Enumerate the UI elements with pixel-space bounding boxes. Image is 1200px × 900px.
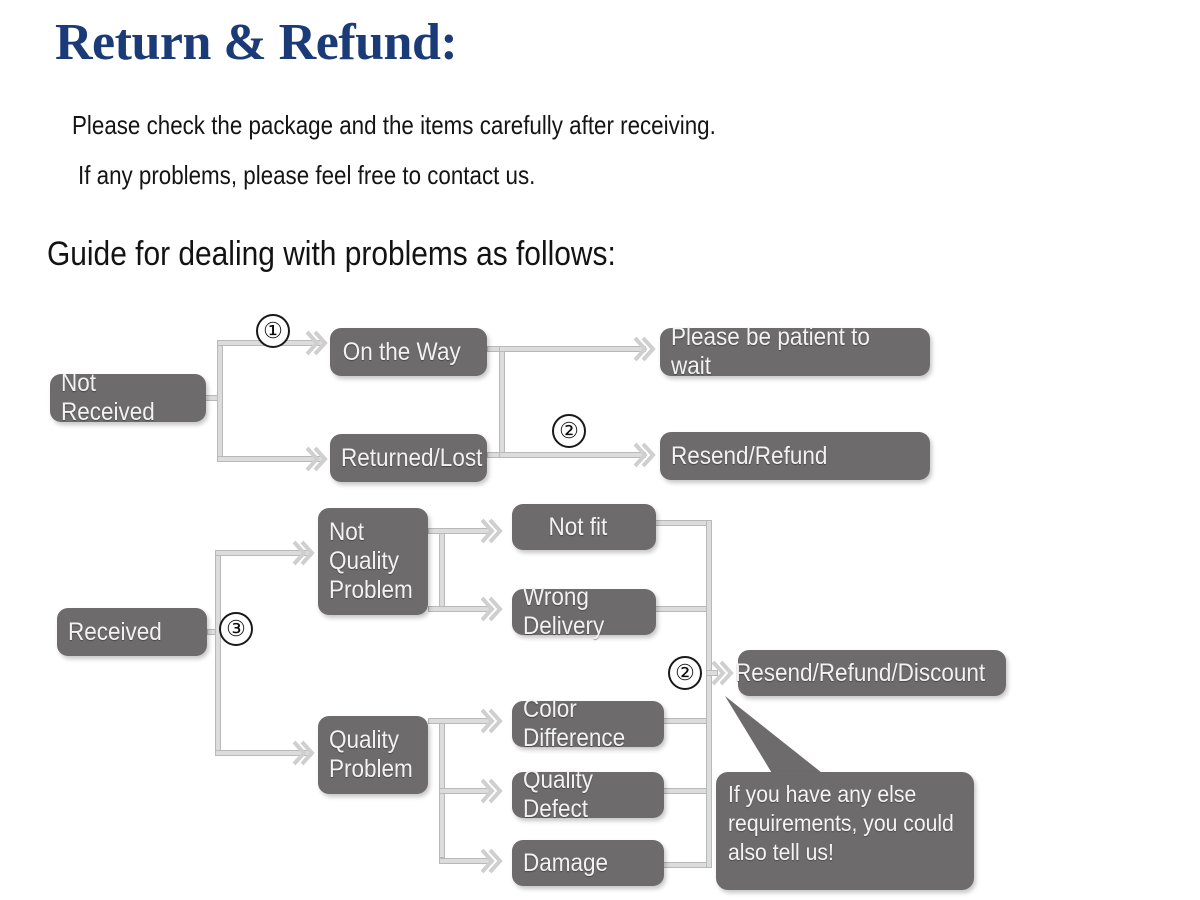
arrow-to-color-difference [481, 708, 503, 734]
node-on-the-way[interactable]: On the Way [330, 328, 487, 376]
arrow-to-damage [481, 848, 503, 874]
arrow-to-quality-defect [481, 778, 503, 804]
callout-bubble: If you have any else requirements, you c… [716, 772, 974, 890]
connector-wrong-delivery-out [655, 606, 712, 612]
section-heading: Guide for dealing with problems as follo… [47, 235, 616, 273]
node-quality-problem-label: Quality Problem [329, 726, 413, 783]
arrow-to-not-quality-problem [293, 540, 315, 566]
intro-text-line-1: Please check the package and the items c… [72, 110, 716, 140]
node-not-received[interactable]: Not Received [50, 369, 206, 426]
node-received-label: Received [68, 617, 162, 646]
arrow-to-returned-lost [306, 446, 328, 472]
node-please-be-patient-to-wait-label: Please be patient to wait [671, 323, 870, 380]
node-resend-refund-discount[interactable]: Resend/Refund/Discount [735, 650, 1006, 696]
connector-to-resend-refund-discount [706, 670, 718, 676]
node-not-fit-label: Not fit [548, 512, 608, 541]
node-quality-defect[interactable]: Quality Defect [512, 766, 664, 823]
node-not-received-label: Not Received [61, 369, 155, 426]
node-damage[interactable]: Damage [512, 840, 664, 886]
node-please-be-patient-to-wait[interactable]: Please be patient to wait [660, 323, 930, 380]
node-returned-lost[interactable]: Returned/Lost [330, 434, 487, 482]
node-wrong-delivery[interactable]: Wrong Delivery [512, 583, 656, 640]
callout-tail [723, 696, 843, 788]
arrow-to-quality-problem [293, 740, 315, 766]
node-resend-refund-label: Resend/Refund [671, 441, 828, 470]
step-marker-3: ③ [219, 612, 253, 646]
node-returned-lost-label: Returned/Lost [341, 443, 483, 472]
connector-to-please-wait [499, 346, 646, 352]
connector-issues-merge-bar [706, 520, 712, 868]
intro-text-line-2: If any problems, please feel free to con… [78, 160, 536, 190]
node-quality-problem[interactable]: Quality Problem [318, 716, 428, 794]
node-damage-label: Damage [523, 848, 609, 877]
node-resend-refund[interactable]: Resend/Refund [660, 432, 930, 480]
node-quality-defect-label: Quality Defect [523, 766, 594, 823]
connector-received-split-bar [215, 550, 221, 756]
node-not-fit[interactable]: Not fit [512, 504, 656, 550]
arrow-to-please-wait [634, 336, 656, 362]
callout-text: If you have any else requirements, you c… [728, 781, 954, 865]
arrow-to-not-fit [481, 518, 503, 544]
connector-not-received-split-bar [217, 340, 223, 462]
node-color-difference[interactable]: Color Difference [512, 695, 664, 752]
connector-not-quality-split-bar [439, 528, 445, 612]
connector-outcome-merge-bar [499, 346, 505, 458]
node-on-the-way-label: On the Way [342, 337, 461, 366]
node-resend-refund-discount-label: Resend/Refund/Discount [735, 658, 986, 687]
node-not-quality-problem-label: Not Quality Problem [329, 518, 413, 604]
arrow-to-on-the-way [306, 330, 328, 356]
connector-to-resend-refund [499, 452, 646, 458]
arrow-to-resend-refund [634, 442, 656, 468]
step-marker-2-not-received: ② [552, 414, 586, 448]
node-wrong-delivery-label: Wrong Delivery [523, 583, 605, 640]
arrow-to-wrong-delivery [481, 596, 503, 622]
page-title: Return & Refund: [55, 14, 458, 71]
arrow-to-resend-refund-discount [712, 660, 734, 686]
step-marker-1: ① [256, 314, 290, 348]
step-marker-2-received: ② [668, 656, 702, 690]
node-received[interactable]: Received [57, 608, 207, 656]
connector-not-fit-out [655, 520, 712, 526]
node-color-difference-label: Color Difference [523, 695, 626, 752]
node-not-quality-problem[interactable]: Not Quality Problem [318, 508, 428, 615]
